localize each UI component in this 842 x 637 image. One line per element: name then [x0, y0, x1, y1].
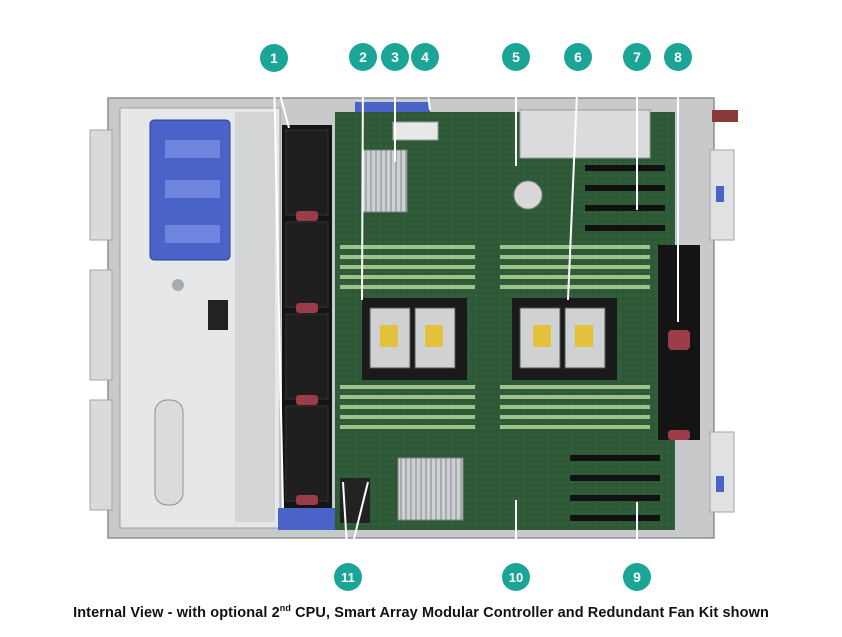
callout-label-5: 5 [512, 49, 520, 65]
callout-label-8: 8 [674, 49, 682, 65]
callout-markers: 1 2 3 4 5 6 7 8 9 10 11 [260, 43, 692, 591]
callout-label-3: 3 [391, 49, 399, 65]
callout-5 [502, 43, 530, 71]
callout-11 [334, 563, 362, 591]
callout-label-2: 2 [359, 49, 367, 65]
callout-3 [381, 43, 409, 71]
callout-label-11: 11 [341, 570, 355, 585]
callout-7 [623, 43, 651, 71]
callout-leaders [273, 69, 679, 564]
callout-label-4: 4 [421, 49, 429, 65]
caption-prefix: Internal View - with optional 2 [73, 604, 280, 621]
callout-4 [411, 43, 439, 71]
callout-label-6: 6 [574, 49, 582, 65]
callout-8 [664, 43, 692, 71]
figure-caption: Internal View - with optional 2nd CPU, S… [0, 603, 842, 621]
callout-label-1: 1 [270, 50, 278, 66]
cpu-sockets [362, 298, 617, 380]
callout-9 [623, 563, 651, 591]
callout-10 [502, 563, 530, 591]
caption-superscript: nd [279, 603, 291, 613]
dimm-slots [340, 245, 650, 429]
callout-6 [564, 43, 592, 71]
callout-label-10: 10 [509, 570, 523, 585]
caption-suffix: CPU, Smart Array Modular Controller and … [290, 604, 769, 621]
drive-cage [119, 107, 281, 529]
callout-2 [349, 43, 377, 71]
callout-1 [260, 44, 288, 72]
callout-label-9: 9 [633, 569, 641, 585]
system-board [335, 109, 700, 530]
callout-label-7: 7 [633, 49, 641, 65]
